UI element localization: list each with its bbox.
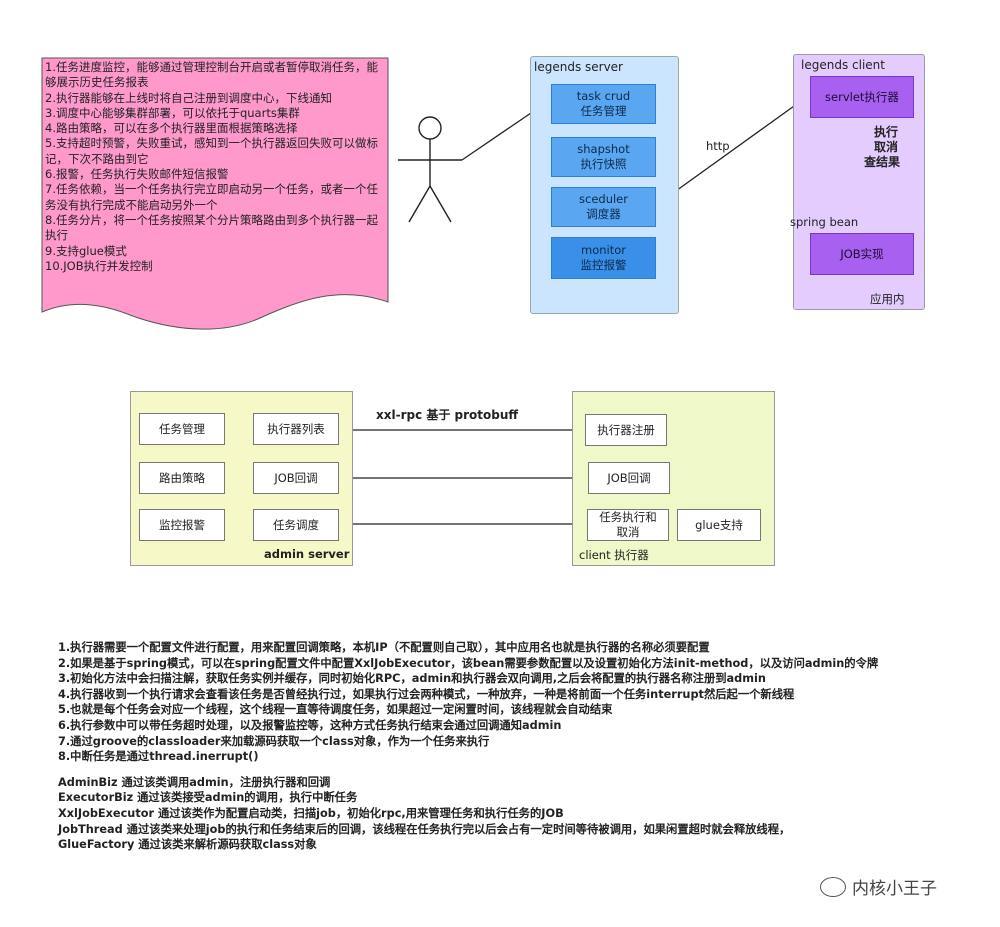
http-label: http [706,139,730,153]
explanation-text: 1.执行器需要一个配置文件进行配置，用来配置回调策略，本机IP（不配置则自己取）… [58,640,978,853]
rpc-label: xxl-rpc 基于 protobuff [376,408,519,422]
task-crud-box: task crud 任务管理 [551,84,656,124]
admin-server-title: admin server [264,547,350,561]
http-arrow [654,95,809,207]
step-item: 5.也就是每个任务会对应一个线程，这个线程一直等待调度任务，如果超过一定闲置时间… [58,703,613,717]
admin-task-mgmt-box: 任务管理 [139,413,225,445]
client-executor-title: client 执行器 [579,548,649,562]
exec-label-line: 取消 [873,140,898,154]
step-item: 8.中断任务是通过thread.inerrupt() [58,750,259,764]
note-item: 7.任务依赖，当一个任务执行完立即启动另一个任务，或者一个任务没有执行完成不能启… [45,182,378,212]
class-item: JobThread 通过该类来处理job的执行和任务结束后的回调，该线程在任务执… [58,822,791,836]
note-item: 3.调度中心能够集群部署，可以依托于quarts集群 [45,105,300,120]
note-item: 10.JOB执行并发控制 [45,258,153,273]
step-item: 3.初始化方法中会扫描注解，获取任务实例并缓存，同时初始化RPC，admin和执… [58,672,766,686]
step-item: 2.如果是基于spring模式，可以在spring配置文件中配置XxlJobEx… [58,656,879,670]
note-item: 9.支持glue模式 [45,243,127,258]
note-item: 5.支持超时预警，失败重试，感知到一个执行器返回失败可以做标记，下次不路由到它 [45,136,378,166]
scheduler-box: sceduler 调度器 [551,187,656,227]
monitor-label: monitor [581,243,626,257]
task-crud-sublabel: 任务管理 [580,104,627,118]
step-item: 4.执行器收到一个执行请求会查看该任务是否曾经执行过，如果执行过会两种模式，一种… [58,687,795,701]
admin-job-callback-box: JOB回调 [253,462,339,494]
admin-monitor-box: 监控报警 [139,509,225,541]
snapshot-box: shapshot 执行快照 [551,137,656,177]
admin-task-dispatch-box: 任务调度 [253,509,339,541]
note-item: 8.任务分片，将一个任务按照某个分片策略路由到多个执行器一起执行 [45,212,378,243]
watermark: 内核小王子 [820,874,937,899]
snapshot-sublabel: 执行快照 [580,157,627,171]
task-exec-cancel-label: 任务执行和取消 [599,510,657,539]
feature-notes: 1.任务进度监控，能够通过管理控制台开启或者暂停取消任务，能够展示历史任务报表 … [45,60,380,274]
exec-cancel-result-label: 执行 取消 查结果 [864,125,903,170]
job-impl-box: JOB实现 [810,233,914,275]
watermark-text: 内核小王子 [852,879,937,899]
step-item: 7.通过groove的classloader来加载源码获取一个class对象，作… [58,734,490,748]
note-item: 4.路由策略，可以在多个执行器里面根据策略选择 [45,121,298,136]
task-crud-label: task crud [576,89,631,103]
wechat-icon [820,876,846,897]
note-item: 2.执行器能够在上线时将自己注册到调度中心，下线通知 [45,90,332,105]
exec-label-line: 查结果 [863,155,900,169]
executor-register-box: 执行器注册 [585,414,667,446]
user-icon [398,116,462,223]
servlet-executor-box: servlet执行器 [810,76,914,118]
snapshot-label: shapshot [577,142,630,156]
admin-executor-list-box: 执行器列表 [253,413,339,445]
client-job-callback-box: JOB回调 [588,462,670,494]
admin-routing-box: 路由策略 [139,462,225,494]
legends-server-title: legends server [534,60,623,74]
monitor-sublabel: 监控报警 [580,258,627,272]
spring-bean-label: spring bean [790,215,859,229]
job-impl-label: JOB实现 [840,247,884,261]
class-item: AdminBiz 通过该类调用admin，注册执行器和回调 [58,775,331,789]
monitor-box: monitor 监控报警 [551,237,656,279]
step-item: 1.执行器需要一个配置文件进行配置，用来配置回调策略，本机IP（不配置则自己取）… [58,641,710,654]
scheduler-label: sceduler [579,192,628,206]
note-item: 6.报警，任务执行失败邮件短信报警 [45,167,229,182]
glue-support-box: glue支持 [677,509,761,541]
class-item: ExecutorBiz 通过该类接受admin的调用，执行中断任务 [58,791,358,805]
note-item: 1.任务进度监控，能够通过管理控制台开启或者暂停取消任务，能够展示历史任务报表 [45,60,378,90]
class-item: GlueFactory 通过该类来解析源码获取class对象 [58,838,317,852]
exec-label-line: 执行 [873,125,898,139]
scheduler-sublabel: 调度器 [586,207,621,221]
servlet-executor-label: servlet执行器 [825,90,899,104]
class-item: XxlJobExecutor 通过该类作为配置启动类，扫描job，初始化rpc,… [58,806,564,820]
notes-shape [41,57,389,330]
app-internal-label: 应用内 [870,292,905,306]
task-exec-cancel-box: 任务执行和取消 [587,509,669,541]
legends-client-title: legends client [801,58,885,72]
step-item: 6.执行参数中可以带任务超时处理，以及报警监控等，这种方式任务执行结束会通过回调… [58,718,562,732]
